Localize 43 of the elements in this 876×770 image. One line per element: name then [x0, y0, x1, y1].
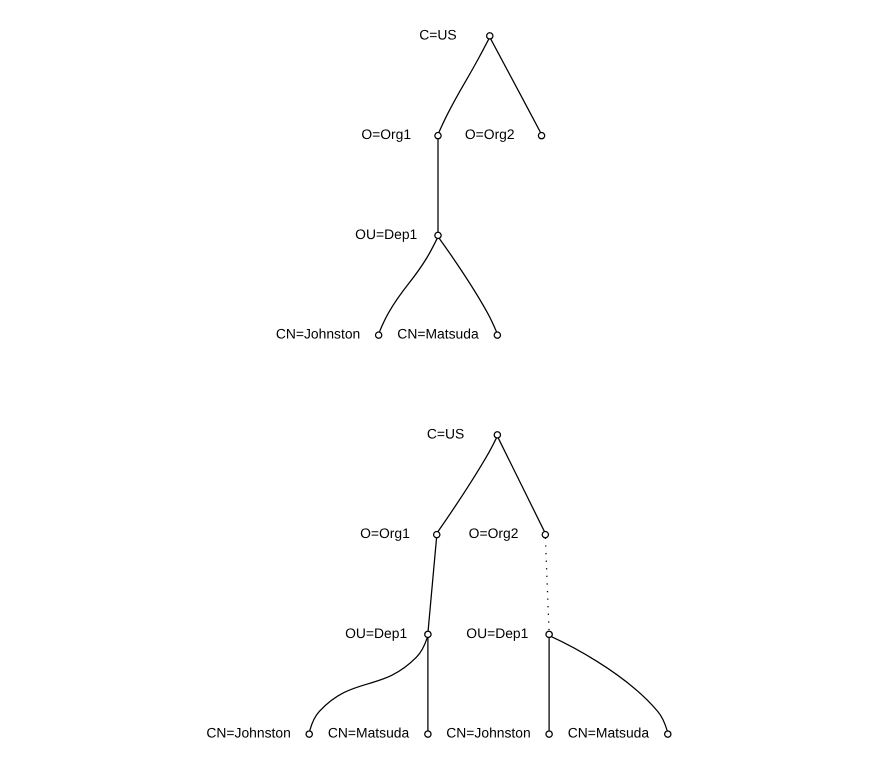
connector [544, 538, 550, 632]
connector [490, 38, 542, 133]
node-circle [434, 132, 442, 140]
connector [548, 638, 550, 731]
node-circle [374, 331, 382, 339]
node-label: CN=Johnston [276, 326, 360, 342]
node-circle [305, 730, 313, 738]
node-circle [542, 530, 550, 538]
connector [309, 638, 428, 731]
node-circle [424, 730, 432, 738]
connector [437, 138, 439, 232]
node-circle [486, 32, 494, 40]
node-circle [494, 331, 502, 339]
node-label: OU=Dep1 [345, 624, 408, 641]
connector [427, 538, 438, 632]
connector [498, 438, 545, 532]
node-label: OU=Dep1 [466, 624, 528, 641]
node-label: O=Org2 [468, 525, 518, 542]
node-label: CN=Johnston [206, 724, 291, 741]
node-circle [664, 730, 672, 738]
connector [438, 438, 497, 532]
node-circle [432, 530, 441, 538]
node-label: CN=Matsuda [397, 326, 479, 342]
node-label: O=Org1 [361, 126, 412, 142]
node-circle [434, 232, 442, 240]
node-label: CN=Matsuda [568, 724, 650, 741]
node-circle [545, 730, 553, 738]
connector [427, 638, 429, 731]
connector [378, 238, 438, 332]
connector [438, 38, 490, 133]
node-circle [545, 630, 553, 638]
node-circle [494, 431, 502, 439]
node-label: C=US [426, 425, 464, 442]
connector [438, 238, 498, 332]
node-circle [424, 630, 432, 638]
node-label: O=Org1 [360, 525, 410, 542]
node-label: CN=Matsuda [328, 724, 410, 741]
connector [551, 636, 668, 731]
node-label: C=US [419, 26, 457, 42]
node-label: O=Org2 [464, 126, 515, 142]
node-label: CN=Johnston [446, 724, 531, 741]
node-label: OU=Dep1 [355, 226, 418, 242]
node-circle [538, 132, 546, 140]
